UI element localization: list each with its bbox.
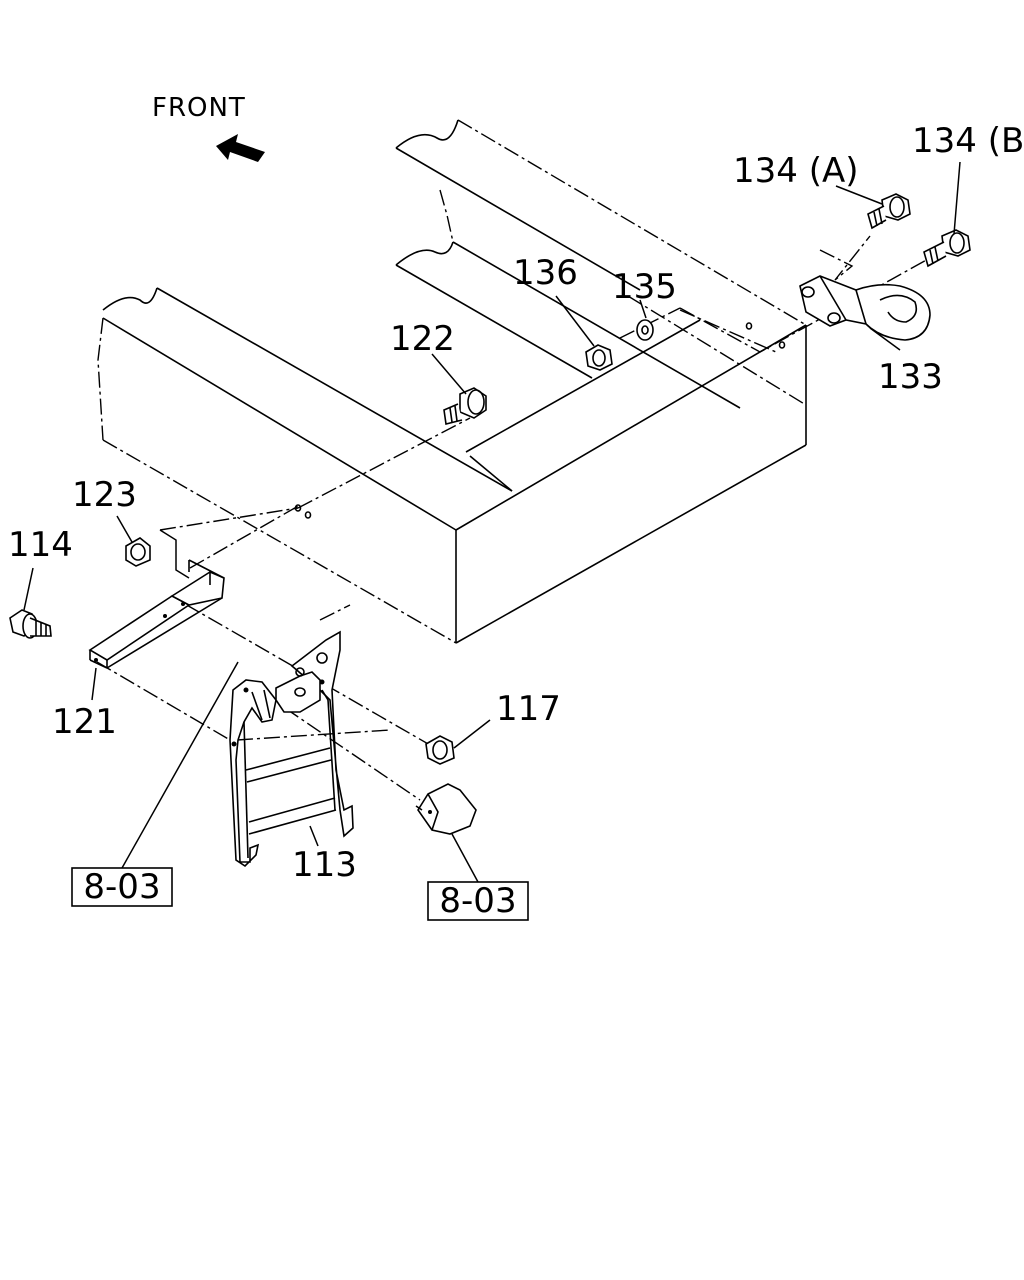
label-117: 117 xyxy=(496,689,561,729)
bolt-134b xyxy=(923,229,971,268)
frame-rail xyxy=(97,119,807,644)
label-122: 122 xyxy=(390,319,455,359)
label-135: 135 xyxy=(612,267,677,307)
ref-box-left[interactable]: 8-03 xyxy=(71,867,173,907)
bolt-114 xyxy=(9,609,52,639)
label-123: 123 xyxy=(72,475,137,515)
ref-label-left: 8-03 xyxy=(83,867,160,907)
front-label: FRONT xyxy=(152,93,246,123)
bolt-134a xyxy=(867,193,911,230)
step-113 xyxy=(229,630,354,868)
label-121: 121 xyxy=(52,702,117,742)
front-arrow-icon xyxy=(216,134,265,162)
label-133: 133 xyxy=(878,357,943,397)
step-lamp xyxy=(415,783,477,835)
leader-lines xyxy=(23,161,961,883)
nut-136 xyxy=(585,344,613,371)
label-136: 136 xyxy=(513,253,578,293)
nut-123 xyxy=(125,537,151,567)
label-113: 113 xyxy=(292,845,357,885)
tow-hook-133 xyxy=(799,275,931,341)
bracket-121 xyxy=(88,529,225,669)
ref-label-right: 8-03 xyxy=(439,881,516,921)
ref-box-right[interactable]: 8-03 xyxy=(427,881,529,921)
label-114: 114 xyxy=(8,525,73,565)
label-134a: 134 (A) xyxy=(733,151,859,191)
nut-117 xyxy=(425,735,455,765)
bolt-122 xyxy=(443,387,487,425)
washer-135 xyxy=(636,319,654,341)
label-134b: 134 (B) xyxy=(912,121,1024,161)
